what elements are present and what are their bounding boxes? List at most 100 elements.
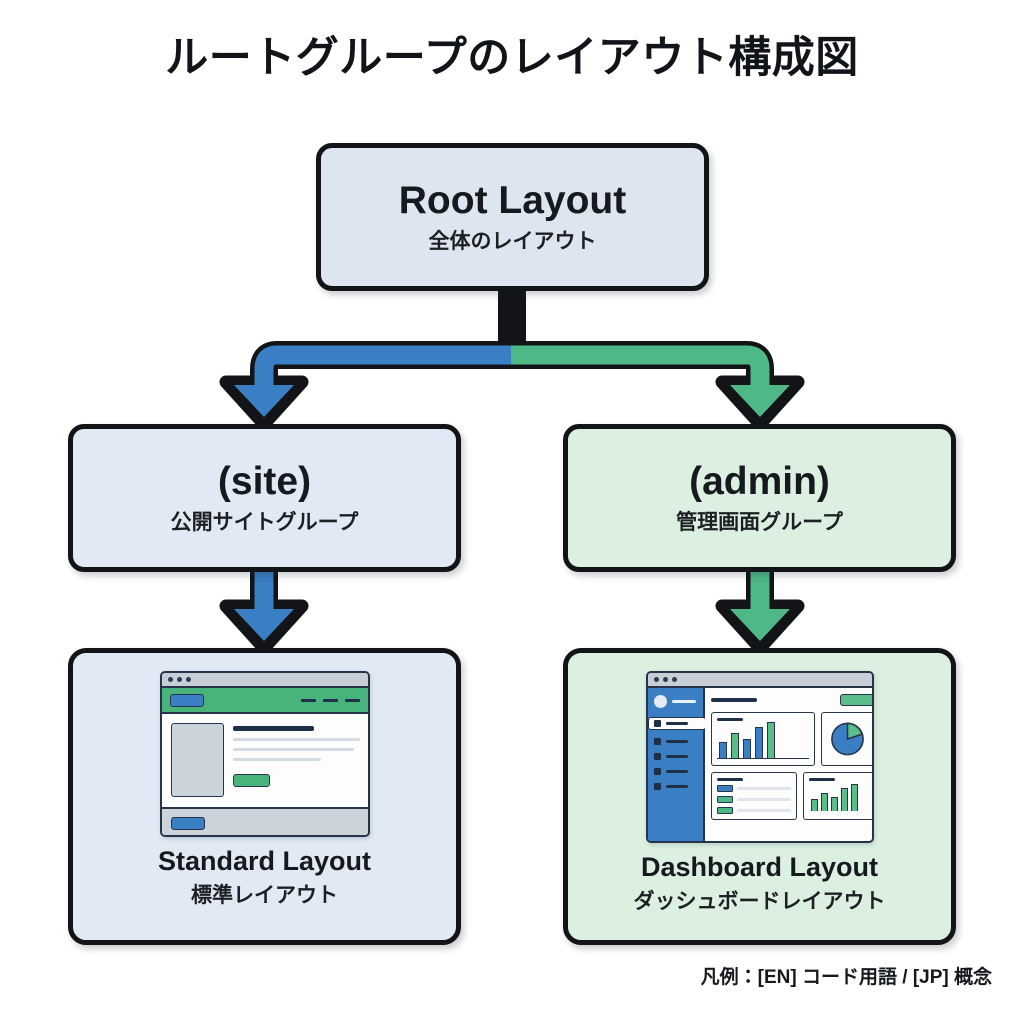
wireframe-small-bar-chart-card <box>802 772 872 820</box>
wireframe-dashboard-main <box>704 688 872 841</box>
node-admin-group-jp: 管理画面グループ <box>676 510 843 534</box>
pie-chart-icon <box>830 722 864 756</box>
edge-root-to-admin <box>511 341 805 431</box>
list-item-chip <box>716 807 733 814</box>
node-site-group-en: (site) <box>217 459 312 503</box>
node-dashboard-layout[interactable]: Dashboard Layout ダッシュボードレイアウト <box>563 648 956 945</box>
wireframe-content <box>161 714 368 807</box>
sidebar-item-label-line <box>665 785 688 788</box>
wireframe-titlebar <box>161 673 368 688</box>
wireframe-text-line <box>232 748 355 751</box>
edge-site-to-standard <box>219 572 309 655</box>
wireframe-titlebar <box>647 673 872 688</box>
bar-chart-icon <box>809 781 868 811</box>
sidebar-item-icon <box>653 753 661 760</box>
edge-admin-to-dashboard <box>715 572 805 655</box>
window-dot-icon <box>176 677 182 682</box>
page-title: ルートグループのレイアウト構成図 <box>165 34 859 82</box>
wireframe-text-block <box>232 723 360 797</box>
node-site-group-jp: 公開サイトグループ <box>170 510 359 534</box>
chart-bar <box>850 784 858 811</box>
chart-bar <box>754 727 763 758</box>
sidebar-item-label-line <box>665 722 688 725</box>
wireframe-text-line <box>232 738 360 741</box>
legend-text: 凡例：[EN] コード用語 / [JP] 概念 <box>700 967 992 988</box>
wireframe-list-item <box>716 785 791 792</box>
wireframe-sidebar <box>647 688 706 841</box>
admin-dashboard-wireframe <box>645 671 874 843</box>
chart-bar <box>766 722 775 758</box>
chart-bar <box>742 739 751 758</box>
chart-bar <box>830 797 838 811</box>
wireframe-dashboard-body <box>647 688 872 841</box>
wireframe-user-row <box>653 695 698 708</box>
node-standard-layout-en: Standard Layout <box>157 846 372 876</box>
node-standard-layout[interactable]: Standard Layout 標準レイアウト <box>68 648 461 945</box>
wireframe-username-line <box>671 700 696 703</box>
window-dot-icon <box>185 677 191 682</box>
wireframe-card-title-line <box>716 718 743 721</box>
window-dot-icon <box>662 677 668 682</box>
wireframe-sidebar-item-active <box>647 717 706 730</box>
wireframe-pie-chart-card <box>820 712 872 766</box>
list-item-line <box>736 798 791 801</box>
window-dot-icon <box>671 677 677 682</box>
sidebar-item-label-line <box>665 755 688 758</box>
wireframe-sidebar-item <box>653 768 698 775</box>
wireframe-nav-links <box>300 698 360 702</box>
wireframe-nav-link <box>322 698 338 702</box>
bar-chart-icon <box>716 721 809 759</box>
node-root-layout-en: Root Layout <box>398 178 627 222</box>
sidebar-item-icon <box>653 768 661 775</box>
window-dot-icon <box>653 677 659 682</box>
sidebar-item-icon <box>653 720 661 727</box>
wireframe-dashboard-title-line <box>710 698 757 702</box>
chart-bar <box>718 742 727 758</box>
node-root-layout-jp: 全体のレイアウト <box>428 229 597 253</box>
node-dashboard-layout-jp: ダッシュボードレイアウト <box>633 889 886 913</box>
standard-site-wireframe <box>159 671 370 837</box>
wireframe-sidebar-item <box>653 783 698 790</box>
wireframe-footer-button <box>170 816 205 830</box>
wireframe-image-placeholder <box>170 723 224 797</box>
avatar-icon <box>653 695 667 708</box>
list-item-chip <box>716 785 733 792</box>
wireframe-primary-button <box>839 694 872 706</box>
wireframe-card-title-line <box>808 778 835 781</box>
wireframe-logo-icon <box>169 693 204 707</box>
sidebar-item-icon <box>653 738 661 745</box>
wireframe-nav-link <box>344 698 360 702</box>
wireframe-text-line <box>232 758 322 761</box>
chart-bar <box>730 733 739 758</box>
wireframe-footer <box>161 807 368 835</box>
wireframe-list-card <box>710 772 797 820</box>
chart-bar <box>810 799 818 811</box>
wireframe-card-row-bottom <box>710 772 872 820</box>
node-admin-group[interactable]: (admin) 管理画面グループ <box>563 424 956 572</box>
list-item-chip <box>716 796 733 803</box>
wireframe-cta-button <box>232 774 270 787</box>
node-root-layout[interactable]: Root Layout 全体のレイアウト <box>316 143 709 291</box>
sidebar-item-icon <box>653 783 661 790</box>
list-item-line <box>736 787 791 790</box>
wireframe-heading-line <box>232 726 314 731</box>
wireframe-nav-link <box>300 698 316 702</box>
sidebar-item-label-line <box>665 770 688 773</box>
node-standard-layout-jp: 標準レイアウト <box>191 883 338 907</box>
list-item-line <box>736 809 791 812</box>
wireframe-card-row-top <box>710 712 872 766</box>
node-dashboard-layout-en: Dashboard Layout <box>640 852 879 882</box>
node-site-group[interactable]: (site) 公開サイトグループ <box>68 424 461 572</box>
chart-bar <box>840 788 848 811</box>
node-admin-group-en: (admin) <box>689 459 830 503</box>
wireframe-sidebar-item <box>653 738 698 745</box>
wireframe-navbar <box>161 688 368 714</box>
wireframe-dashboard-header <box>710 694 872 706</box>
wireframe-list-item <box>716 807 791 814</box>
wireframe-list-item <box>716 796 791 803</box>
chart-bar <box>820 793 828 811</box>
sidebar-item-label-line <box>665 740 688 743</box>
wireframe-bar-chart-card <box>710 712 815 766</box>
window-dot-icon <box>167 677 173 682</box>
